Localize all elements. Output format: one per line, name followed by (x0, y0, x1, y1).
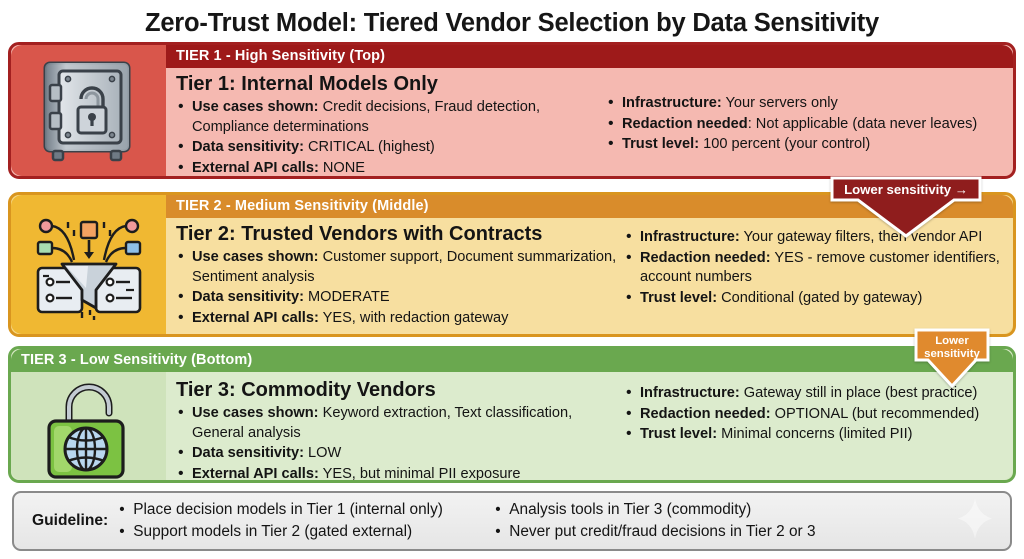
list-item: Infrastructure: Your servers only (606, 93, 1003, 114)
list-item: Data sensitivity: CRITICAL (highest) (176, 137, 606, 158)
tier-2-right-bullets: Infrastructure: Your gateway filters, th… (624, 227, 1003, 309)
guideline-column-2: Analysis tools in Tier 3 (commodity) Nev… (486, 499, 996, 543)
list-item: Support models in Tier 2 (gated external… (118, 521, 486, 543)
tier-3-header: TIER 3 - Low Sensitivity (Bottom) (11, 349, 1013, 372)
list-item: Infrastructure: Your gateway filters, th… (624, 227, 1003, 248)
sparkle-icon (958, 498, 992, 544)
list-item: Analysis tools in Tier 3 (commodity) (494, 499, 996, 521)
list-item: Place decision models in Tier 1 (interna… (118, 499, 486, 521)
list-item: External API calls: YES, with redaction … (176, 308, 624, 329)
list-item: Trust level: 100 percent (your control) (606, 134, 1003, 155)
list-item: Use cases shown: Customer support, Docum… (176, 247, 624, 287)
tier-2-card: TIER 2 - Medium Sensitivity (Middle) Tie… (8, 192, 1016, 337)
tier-3-left-bullets: Use cases shown: Keyword extraction, Tex… (176, 403, 624, 480)
open-padlock-globe-icon (35, 379, 143, 481)
list-item: Infrastructure: Gateway still in place (… (624, 383, 1003, 404)
list-item: Redaction needed: OPTIONAL (but recommen… (624, 404, 1003, 425)
arrow-1-label: Lower sensitivity → (844, 182, 968, 197)
tier-3-heading: Tier 3: Commodity Vendors (176, 379, 436, 401)
list-item: Redaction needed: Not applicable (data n… (606, 114, 1003, 135)
tier-3-icon-panel (11, 372, 166, 480)
list-item: Trust level: Conditional (gated by gatew… (624, 288, 1003, 309)
tier-2-heading: Tier 2: Trusted Vendors with Contracts (176, 223, 543, 245)
lower-sensitivity-arrow-2: Lower sensitivity (914, 328, 990, 389)
tier-1-right-bullets: Infrastructure: Your servers only Redact… (606, 93, 1003, 155)
guideline-column-1: Place decision models in Tier 1 (interna… (118, 499, 486, 543)
list-item: Data sensitivity: LOW (176, 443, 624, 464)
list-item: Data sensitivity: MODERATE (176, 287, 624, 308)
tier-2-left-bullets: Use cases shown: Customer support, Docum… (176, 247, 624, 329)
page-title: Zero-Trust Model: Tiered Vendor Selectio… (144, 9, 880, 37)
tier-1-header: TIER 1 - High Sensitivity (Top) (166, 45, 1013, 68)
list-item: Never put credit/fraud decisions in Tier… (494, 521, 996, 543)
tier-1-icon-panel (11, 45, 166, 176)
list-item: External API calls: NONE (176, 158, 606, 176)
safe-vault-icon (37, 57, 141, 165)
arrow-2-label: Lower sensitivity (924, 335, 980, 360)
tier-3-card: TIER 3 - Low Sensitivity (Bottom) (8, 346, 1016, 483)
list-item: Trust level: Minimal concerns (limited P… (624, 424, 1003, 445)
tier-2-icon-panel (11, 195, 166, 334)
list-item: Use cases shown: Keyword extraction, Tex… (176, 403, 624, 443)
lower-sensitivity-arrow-1: Lower sensitivity → (830, 176, 982, 238)
guideline-box: Guideline: Place decision models in Tier… (12, 491, 1012, 551)
tier-2-header: TIER 2 - Medium Sensitivity (Middle) (166, 195, 1013, 218)
tier-1-left-bullets: Use cases shown: Credit decisions, Fraud… (176, 97, 606, 176)
list-item: External API calls: YES, but minimal PII… (176, 464, 624, 480)
data-funnel-filter-icon (30, 206, 148, 324)
guideline-label: Guideline: (32, 512, 109, 529)
tier-1-card: TIER 1 - High Sensitivity (Top) Tier 1: … (8, 42, 1016, 179)
list-item: Redaction needed: YES - remove customer … (624, 248, 1003, 288)
list-item: Use cases shown: Credit decisions, Fraud… (176, 97, 606, 137)
tier-3-right-bullets: Infrastructure: Gateway still in place (… (624, 383, 1003, 445)
tier-1-heading: Tier 1: Internal Models Only (176, 73, 438, 95)
